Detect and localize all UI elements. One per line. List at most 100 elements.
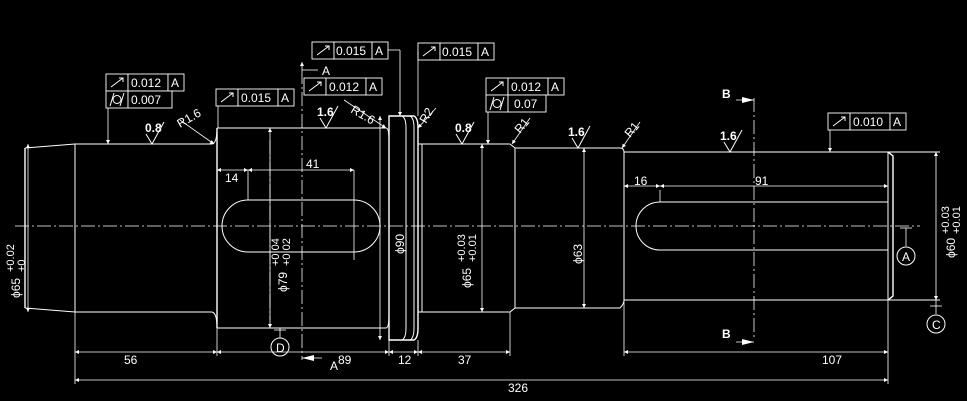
dim-keyway-section-length: 89: [338, 353, 352, 367]
left-journal-bottom-edge: [24, 307, 212, 313]
section-b-bottom-label: B: [722, 327, 731, 341]
svg-text:+0.02: +0.02: [281, 238, 293, 266]
dim-keyway-1-offset: 14: [225, 171, 239, 185]
tolerance-frames: 0.012 A 0.007 0.015 A 0.015: [105, 41, 907, 152]
dim-keyway-2-length: 91: [755, 174, 769, 188]
svg-text:ϕ79: ϕ79: [276, 272, 290, 292]
svg-text:1.6: 1.6: [317, 105, 334, 119]
left-journal-top-edge: [24, 143, 212, 149]
datum-a-symbol: A: [896, 227, 916, 266]
radius-callouts: R1.6 R1.6 R2 R1 R1: [175, 99, 643, 149]
svg-text:0.010: 0.010: [853, 115, 883, 129]
datum-d-symbol: D: [270, 328, 290, 357]
svg-text:0.07: 0.07: [514, 97, 538, 111]
svg-text:A: A: [281, 91, 289, 105]
svg-text:A: A: [551, 80, 559, 94]
roughness-3: 0.8: [455, 121, 475, 146]
svg-text:1.6: 1.6: [568, 125, 585, 139]
tolerance-frame-6: 0.015 A: [417, 42, 495, 61]
runout-icon: [110, 77, 124, 88]
svg-text:0.8: 0.8: [145, 121, 162, 135]
dim-keyway-2-offset: 16: [634, 174, 648, 188]
svg-text:+0.03: +0.03: [940, 206, 952, 234]
svg-text:D: D: [276, 341, 285, 355]
datum-c-symbol: C: [926, 300, 946, 334]
bottom-dimensions: 56 89 12 37 107 326: [74, 300, 889, 395]
section-a-indicator: A A: [300, 62, 338, 373]
svg-text:0.012: 0.012: [511, 80, 541, 94]
svg-text:+0.03: +0.03: [456, 234, 468, 262]
runout-icon: [308, 81, 322, 92]
svg-text:A: A: [902, 250, 910, 264]
middle-step: [509, 143, 516, 313]
svg-text:+0: +0: [16, 259, 28, 272]
svg-text:0.015: 0.015: [442, 45, 472, 59]
svg-text:A: A: [893, 115, 901, 129]
keyway-dimensions: 14 41 16 91: [217, 157, 888, 188]
radius-r3: R2: [416, 105, 436, 126]
dim-middle-journal-length: 37: [458, 353, 472, 367]
dia-collar-label: ϕ90: [393, 234, 407, 254]
roughness-symbols: 0.8 1.6 0.8 1.6 1.6: [145, 105, 743, 154]
dim-collar-length: 12: [398, 353, 412, 367]
dim-overall-length: 326: [508, 381, 528, 395]
svg-text:0.012: 0.012: [131, 76, 161, 90]
svg-text:0.012: 0.012: [329, 80, 359, 94]
svg-text:0.007: 0.007: [131, 93, 161, 107]
dim-right-section-length: 107: [822, 353, 842, 367]
keyway-1: [221, 170, 381, 260]
collar-chamfer: [401, 115, 407, 341]
svg-text:ϕ63: ϕ63: [571, 244, 585, 264]
svg-text:A: A: [171, 76, 179, 90]
svg-text:0.8: 0.8: [455, 121, 472, 135]
runout-icon: [316, 45, 330, 56]
tolerance-frame-1: 0.012 A: [105, 73, 185, 92]
svg-text:0.015: 0.015: [336, 44, 366, 58]
runout-icon: [490, 81, 504, 92]
right-end-face: [887, 151, 894, 301]
tolerance-frame-2: 0.007: [105, 90, 173, 109]
svg-text:ϕ65: ϕ65: [9, 278, 23, 298]
roughness-1: 0.8: [145, 121, 165, 146]
fillet-left-bottom: [211, 311, 218, 329]
dia-step-label: ϕ63: [571, 244, 585, 264]
radius-r2: R1.6: [349, 102, 378, 127]
shaft-outline: [24, 115, 940, 341]
radius-r5: R1: [622, 119, 643, 140]
dim-left-journal-length: 56: [124, 353, 138, 367]
svg-text:C: C: [932, 318, 941, 332]
roughness-5: 1.6: [720, 129, 743, 154]
tolerance-frame-4: 0.015 A: [311, 41, 389, 60]
cylindricity-icon: [492, 99, 502, 108]
section-a-top-label: A: [322, 64, 330, 78]
svg-text:+0.01: +0.01: [467, 234, 479, 262]
cylindricity-icon: [112, 95, 122, 104]
tolerance-frame-8: 0.07: [485, 94, 547, 113]
svg-text:0.015: 0.015: [241, 91, 271, 105]
svg-text:ϕ65: ϕ65: [460, 268, 474, 288]
tolerance-frame-7: 0.012 A: [485, 77, 565, 96]
radius-r4: R1: [512, 115, 533, 136]
roughness-2: 1.6: [317, 105, 339, 130]
dia-middle-label: ϕ65 +0.03 +0.01: [456, 234, 479, 288]
diameter-dimensions: ϕ65 +0.02 +0 ϕ79 +0.04 +0.02 ϕ90 ϕ65 +0.…: [5, 116, 963, 340]
dia-right-label: ϕ60 +0.03 +0.01: [940, 206, 963, 258]
svg-text:ϕ60: ϕ60: [944, 238, 958, 258]
svg-text:ϕ90: ϕ90: [393, 234, 407, 254]
roughness-4: 1.6: [568, 125, 591, 150]
dia-keyway-section-label: ϕ79 +0.04 +0.02: [270, 238, 293, 292]
dim-keyway-1-length: 41: [306, 157, 320, 171]
svg-text:A: A: [375, 44, 383, 58]
svg-text:A: A: [481, 45, 489, 59]
collar-chamfer-2: [409, 115, 415, 341]
svg-text:1.6: 1.6: [720, 129, 737, 143]
runout-icon: [832, 116, 846, 127]
fillet-left-top: [211, 127, 218, 145]
section-b-top-label: B: [722, 87, 731, 101]
collar: [388, 115, 419, 341]
runout-icon: [422, 46, 436, 57]
svg-text:+0.04: +0.04: [270, 238, 282, 266]
runout-icon: [220, 92, 234, 103]
section-a-bottom-label: A: [330, 359, 338, 373]
